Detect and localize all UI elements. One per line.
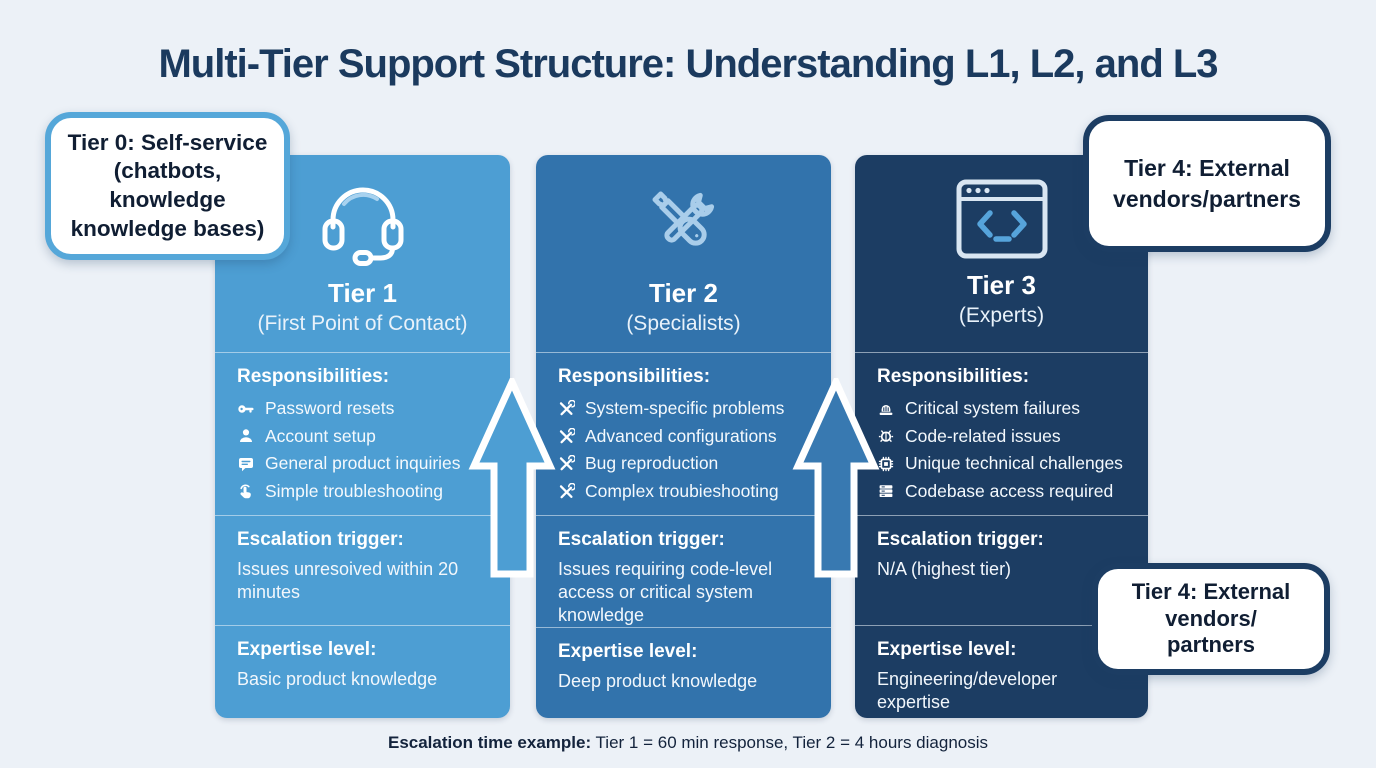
server-icon [879,485,893,498]
tier2-subtitle: (Specialists) [626,311,741,335]
code-window-icon [956,179,1047,259]
tier1-escalation-section: Escalation trigger: Issues unresoived wi… [215,515,510,625]
tier3-header: Tier 3 (Experts) [855,155,1148,352]
caption-text: Tier 1 = 60 min response, Tier 2 = 4 hou… [591,733,989,752]
tier4-callout-line: Tier 4: External [1131,578,1291,604]
tier1-title: Tier 1 [328,278,397,308]
list-item-label: General product inquiries [265,453,461,473]
tier0-callout: Tier 0: Self-service (chatbots, knowledg… [45,112,290,260]
list-item: Password resets [237,395,502,423]
tier1-header: Tier 1 (First Point of Contact) [215,155,510,352]
tier3-expertise-text: Engineering/developer expertise [877,669,1058,712]
list-item: Simple troubleshooting [237,478,502,506]
tier2-expertise-text: Deep product knowledge [558,671,758,691]
tier2-escalation-heading: Escalation trigger: [558,529,725,550]
tier1-responsibilities-section: Responsibilities: Password resets Accoun… [215,352,510,515]
tier0-callout-line: (chatbots, [113,158,222,184]
siren-icon [879,404,893,415]
tier2-column: Tier 2 (Specialists) Responsibilities: S… [536,155,831,718]
tier3-expertise-heading: Expertise level: [877,639,1017,660]
tier1-expertise-heading: Expertise level: [237,639,377,660]
list-item-label: Simple troubleshooting [265,480,444,501]
tier3-responsibilities-heading: Responsibilities: [877,366,1030,387]
tier2-escalation-text: Issues requiring code-level access or cr… [558,559,773,625]
tier1-escalation-text: Issues unresoived within 20 minutes [237,559,459,602]
tier4-callout-bottom: Tier 4: External vendors/ partners [1092,563,1330,675]
chip-icon [878,456,894,471]
list-item-label: Bug reproduction [585,453,719,473]
list-item: System-specific problems [558,395,823,423]
list-item-label: System-specific problems [585,398,785,418]
list-item: Critical system failures [877,395,1140,423]
list-item: Code-related issues [877,423,1140,451]
list-item-label: Codebase access required [905,480,1114,501]
tier3-responsibilities-section: Responsibilities: Critical system failur… [855,352,1148,515]
tier3-escalation-text: N/A (highest tier) [877,559,1012,579]
crossed-tools-icon [652,191,714,246]
tier1-expertise-section: Expertise level: Basic product knowledge [215,625,510,718]
tier1-subtitle: (First Point of Contact) [257,311,468,335]
list-item: Complex troubieshooting [558,478,823,506]
tier2-expertise-section: Expertise level: Deep product knowledge [536,627,831,718]
list-item: Codebase access required [877,478,1140,506]
tools-small-icon [559,400,575,416]
escalation-arrow-tier1-to-tier2 [468,378,556,578]
key-icon [238,405,254,413]
tier1-escalation-heading: Escalation trigger: [237,529,404,550]
tier2-title: Tier 2 [649,278,718,308]
tier3-escalation-heading: Escalation trigger: [877,529,1044,550]
list-item: Account setup [237,423,502,451]
tier4-callout-line: Tier 4: External [1124,155,1290,182]
list-item: Unique technical challenges [877,450,1140,478]
tier0-callout-line: knowledge bases) [70,215,265,241]
tier0-callout-line: knowledge [109,187,226,212]
page-title: Multi-Tier Support Structure: Understand… [158,42,1218,86]
tier1-expertise-text: Basic product knowledge [237,669,438,689]
tier2-escalation-section: Escalation trigger: Issues requiring cod… [536,515,831,627]
tools-small-icon [559,427,575,444]
list-item: Advanced configurations [558,423,823,451]
chat-icon [239,457,253,471]
bug-icon [878,430,894,443]
escalation-arrow-tier2-to-tier3 [792,378,880,578]
list-item-label: Complex troubieshooting [585,480,779,501]
tier3-expertise-section: Expertise level: Engineering/developer e… [855,625,1148,718]
tier3-escalation-section: Escalation trigger: N/A (highest tier) [855,515,1148,625]
list-item-label: Critical system failures [905,398,1081,418]
tier4-callout-line: vendors/partners [1113,185,1301,212]
tools-small-icon [559,455,575,471]
list-item-label: Password resets [265,398,395,418]
list-item-label: Code-related issues [905,425,1061,446]
tier2-expertise-heading: Expertise level: [558,641,698,662]
caption-bold-label: Escalation time example: [387,733,592,752]
list-item-label: Account setup [265,425,376,446]
list-item-label: Advanced configurations [585,425,777,446]
tier2-header: Tier 2 (Specialists) [536,155,831,352]
tap-icon [240,484,251,499]
tier3-subtitle: (Experts) [958,303,1045,327]
tools-small-icon [559,482,575,499]
tier2-responsibilities-heading: Responsibilities: [558,366,711,387]
tier4-callout-line: vendors/ [1165,605,1257,631]
tier3-title: Tier 3 [967,270,1036,300]
list-item-label: Unique technical challenges [905,453,1123,473]
user-icon [240,429,252,443]
tier0-callout-line: Tier 0: Self-service [67,129,268,155]
tier4-callout-line: partners [1166,632,1256,658]
tier1-responsibilities-heading: Responsibilities: [237,366,390,387]
list-item: General product inquiries [237,450,502,478]
list-item: Bug reproduction [558,450,823,478]
tier4-callout-top: Tier 4: External vendors/partners [1083,115,1331,252]
tier1-column: Tier 1 (First Point of Contact) Responsi… [215,155,510,718]
escalation-time-caption: Escalation time example: Tier 1 = 60 min… [0,733,1376,753]
headset-icon [322,187,403,266]
tier2-responsibilities-section: Responsibilities: System-specific proble… [536,352,831,515]
